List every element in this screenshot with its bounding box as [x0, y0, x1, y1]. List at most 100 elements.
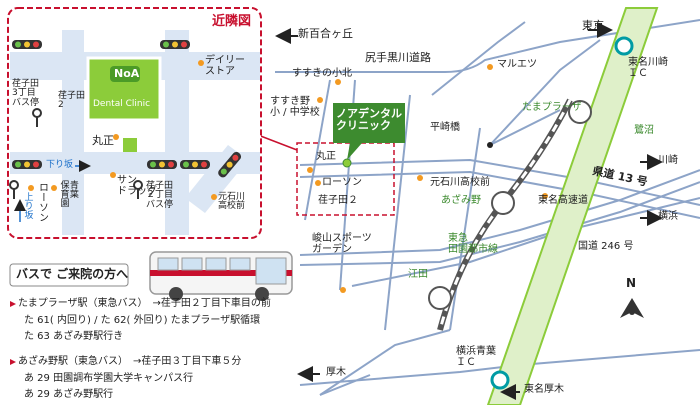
bus-heading: バスで ご来院の方へ [16, 267, 129, 281]
bus-stop-icon-2cho [133, 180, 143, 199]
label-ekoda2: 荏子田２ [318, 195, 358, 206]
inset-poi-nursery [51, 185, 57, 191]
inset-motoishi-school: 元石川 高校前 [218, 192, 246, 212]
poi-lawson-main [315, 180, 321, 186]
bus-route-2-main: あざみ野駅（東急バス） →荏子田３丁目下車５分 [18, 356, 242, 367]
clinic-callout [333, 103, 405, 160]
rail-line [428, 98, 592, 331]
road-246-b [299, 181, 700, 266]
label-kawasaki: 川崎 [658, 155, 678, 166]
bus-route-2-sub-1: あ 29 田園調布学園大学キャンパス行 [24, 373, 194, 384]
inset-road-left [62, 30, 84, 235]
label-north: N [626, 276, 637, 290]
clinic-logo-sub: Dental Clinic [93, 99, 151, 109]
label-maruetsu: マルエツ [497, 59, 537, 70]
inset-nursery: 青葉 保育園 [58, 180, 78, 207]
poi-maruetsu [487, 64, 493, 70]
clinic-marker [342, 158, 352, 168]
label-tomei-highway: 東名高速道 [538, 195, 588, 206]
road-bottom-diag [319, 329, 451, 396]
inset-down-slope: 下り坂 [46, 160, 74, 170]
clinic-logo-badge [110, 66, 140, 82]
inset-poi-dots [28, 60, 217, 200]
road-tomei [351, 197, 700, 287]
bus-heading-box [9, 263, 129, 287]
poi-motoishi [417, 175, 423, 181]
inset-connector [257, 134, 298, 151]
inset-up-slope: 上り坂 [22, 192, 33, 219]
bus-info [9, 251, 293, 365]
hirasakibashi-dot [487, 142, 493, 148]
ic-tomei-kawasaki-marker [614, 36, 634, 56]
label-route246: 国道 246 号 [578, 241, 634, 252]
inset-poi-sundrug [110, 172, 116, 178]
north-arrow [620, 298, 644, 318]
label-tokyo: 東京 [582, 19, 604, 32]
diamond-1 [10, 301, 16, 307]
label-hirasakibashi: 平崎橋 [430, 122, 460, 133]
label-eda: 江田 [408, 269, 428, 280]
label-den-en-toshi: 東急 田園都市線 [448, 233, 498, 255]
label-saginuma: 鷺沼 [634, 125, 654, 136]
label-shin-yurigaoka: 新百合ヶ丘 [298, 27, 353, 40]
inset-lawson: ローソン [36, 182, 48, 222]
inset-bus-stop-3: 荏子田 3丁目 バス停 [12, 79, 40, 108]
tomei-green-band [486, 7, 659, 405]
inset-daily-store: デイリー ストア [205, 55, 245, 77]
inset-sundrug: サン ドラッグ [117, 175, 157, 197]
bus-stop-icons [9, 108, 143, 199]
road-atsugi [319, 374, 371, 396]
bus-route-1-sub-1: た 61( 内回り) / た 62( 外回り) たまプラーザ駅循環 [24, 315, 261, 326]
traffic-lights [12, 40, 242, 178]
label-clinic-name: ノアデンタル クリニック [336, 107, 402, 132]
poi-minesports [340, 287, 346, 293]
label-motoishi-main: 元石川高校前 [430, 177, 490, 188]
road-route13-b [299, 170, 700, 219]
clinic-logo-title: NoA [114, 67, 140, 80]
bus-route-1-sub-2: た 63 あざみ野駅行き [24, 331, 124, 342]
tl-diag [218, 151, 242, 178]
label-susukino-school: すすき野 小 / 中学校 [270, 96, 320, 118]
ic-yokohama-aoba-marker [490, 370, 510, 390]
road-v2 [304, 79, 331, 221]
label-shiteshiri: 尻手黒川道路 [365, 51, 431, 64]
inset-bus-stop-2cho: 荏子田 ２丁目 バス停 [146, 181, 174, 210]
station-eda [428, 286, 452, 310]
inset-marusho: 丸正 [92, 134, 114, 147]
poi-susuki [335, 79, 341, 85]
bus-illustration [149, 251, 293, 301]
label-susuki-koshi: すすきの小北 [292, 68, 352, 79]
label-tomei-kawasaki-ic: 東名川崎 ＩＣ [628, 57, 668, 79]
inset-title: 近隣図 [212, 14, 252, 29]
label-tama-plaza: たまプラーザ [522, 102, 582, 113]
main-roads [275, 19, 700, 396]
inset-map [7, 7, 262, 239]
poi-dots [307, 64, 548, 293]
label-tomei-atsugi: 東名厚木 [524, 384, 564, 395]
road-v3 [384, 94, 411, 331]
poi-tomei-hw [542, 193, 548, 199]
road-bottom [299, 349, 700, 386]
inset-clinic-marker [123, 138, 137, 152]
tl-mid-left [12, 160, 42, 169]
label-minesports: 峻山スポーツ ガーデン [312, 233, 372, 255]
road-shiteshiri [275, 19, 700, 73]
diamond-2 [10, 359, 16, 365]
bus-route-2-sub-2: あ 29 あざみ野駅行 [24, 389, 114, 400]
road-diag-up [489, 39, 601, 146]
label-atsugi: 厚木 [326, 367, 346, 378]
label-yokohama-aoba-ic: 横浜青葉 ＩＣ [456, 346, 496, 368]
label-lawson-main: ローソン [322, 177, 362, 188]
inset-ekoda-2: 荏子田 2 [58, 91, 86, 111]
road-saginuma-link [489, 109, 561, 146]
tl-far-right [180, 160, 210, 169]
label-marusho-main: 丸正 [316, 151, 336, 162]
tl-top-left [12, 40, 42, 49]
label-azamino: あざみ野 [441, 195, 481, 206]
label-yokohama: 横浜 [658, 211, 678, 222]
bus-route-1-main: たまプラーザ駅（東急バス） →荏子田２丁目下車目の前 [18, 298, 271, 309]
poi-marusho-main [307, 167, 313, 173]
bus-stop-icon-left [9, 180, 19, 199]
